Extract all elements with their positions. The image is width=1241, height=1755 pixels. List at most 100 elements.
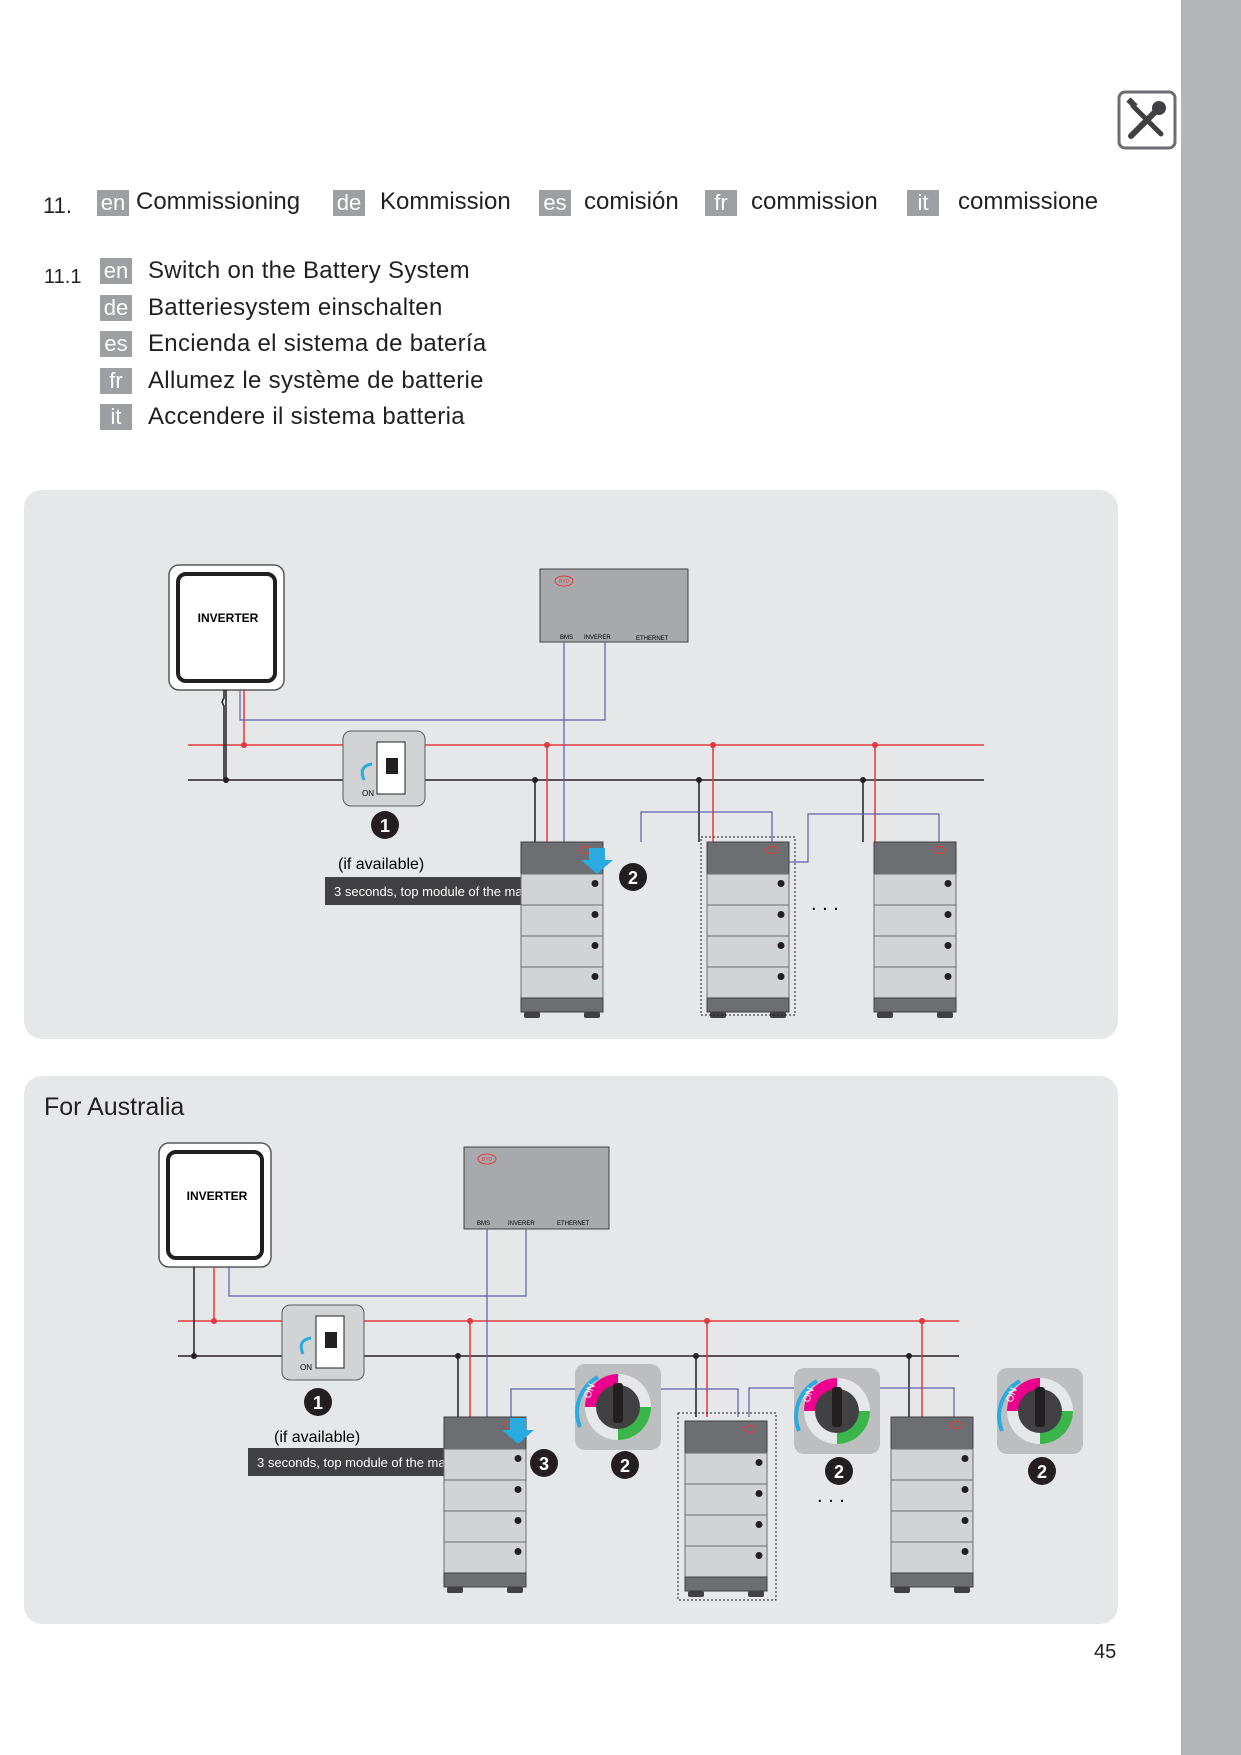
inverter-label: INVERTER: [198, 611, 259, 625]
section-title-en: Commissioning: [136, 188, 301, 215]
press-arrow-icon: [502, 1418, 534, 1444]
bmu-brand: BYD: [559, 579, 570, 585]
inverter-box: INVERTER: [158, 1142, 272, 1268]
svg-text:1: 1: [380, 816, 390, 836]
circuit-breaker: ON: [281, 1304, 365, 1381]
byd-logo-icon: [949, 1421, 963, 1429]
diagram-panel-australia: INVERTER BYD BMS INVERER ETHERNET: [24, 1076, 1118, 1624]
switch-on-label: ON: [1004, 1386, 1019, 1404]
side-strip: [1181, 0, 1241, 1755]
tower-foot: [507, 1587, 523, 1593]
svg-text:2: 2: [620, 1456, 630, 1476]
battery-module: [684, 1452, 768, 1485]
page-number: 45: [1094, 1641, 1117, 1663]
battery-tower: [520, 841, 604, 1018]
battery-module: [706, 966, 790, 999]
tools-icon: [1117, 90, 1177, 150]
tower-foot: [954, 1587, 970, 1593]
bmu-box: BYD BMS INVERER ETHERNET: [539, 568, 689, 643]
step-1-badge: 1: [371, 811, 399, 839]
bmu-box: BYD BMS INVERER ETHERNET: [463, 1146, 610, 1230]
subsection-line-it: Accendere il sistema batteria: [148, 403, 465, 430]
byd-logo-icon: [765, 846, 779, 854]
battery-module: [443, 1541, 527, 1574]
lang-tag-de: de: [333, 190, 365, 216]
battery-module: [443, 1479, 527, 1512]
battery-module: [890, 1541, 974, 1574]
section-title-es: comisión: [584, 188, 679, 215]
battery-module: [684, 1483, 768, 1516]
svg-text:2: 2: [628, 868, 638, 888]
battery-module: [873, 966, 957, 999]
breaker-on-label: ON: [362, 789, 374, 798]
bmu-port-inverter: INVERER: [584, 635, 611, 641]
step-2-badge: 2: [1028, 1457, 1056, 1485]
wiring-diagram-standard: INVERTER BYD BMS INVERER ETHERNET: [168, 564, 984, 1018]
bmu-port-bms: BMS: [560, 635, 573, 641]
battery-module: [873, 873, 957, 906]
step-1-badge: 1: [304, 1388, 332, 1416]
battery-module: [706, 904, 790, 937]
switch-on-label: ON: [582, 1382, 597, 1400]
tower-foot: [524, 1012, 540, 1018]
bmu-port-ethernet: ETHERNET: [636, 636, 669, 642]
battery-module: [520, 904, 604, 937]
lang-tag-it: it: [907, 190, 939, 216]
battery-module: [706, 935, 790, 968]
press-arrow-icon: [581, 848, 613, 874]
battery-module: [890, 1479, 974, 1512]
svg-text:3 seconds, top module of the m: 3 seconds, top module of the master towe…: [334, 884, 580, 899]
battery-module: [684, 1514, 768, 1547]
tower-foot: [748, 1591, 764, 1597]
bmu-port-inverter: INVERER: [508, 1221, 535, 1227]
subsection-line-es: Encienda el sistema de batería: [148, 330, 487, 357]
byd-logo-icon: [932, 846, 946, 854]
section-title-it: commissione: [958, 188, 1099, 215]
australia-title: For Australia: [44, 1093, 185, 1121]
battery-towers: [520, 841, 957, 1018]
battery-module: [520, 873, 604, 906]
battery-module: [443, 1510, 527, 1543]
if-available-label: (if available): [338, 856, 424, 873]
battery-module: [890, 1510, 974, 1543]
tower-foot: [584, 1012, 600, 1018]
tower-foot: [894, 1587, 910, 1593]
bmu-port-bms: BMS: [477, 1221, 490, 1227]
bmu-brand: BYD: [482, 1157, 493, 1163]
breaker-on-label: ON: [300, 1363, 312, 1372]
inverter-box: INVERTER: [168, 564, 285, 691]
step-2-badge: 2: [611, 1451, 639, 1479]
section-title-de: Kommission: [380, 188, 511, 215]
battery-tower: [684, 1420, 768, 1597]
battery-module: [520, 966, 604, 999]
tower-foot: [447, 1587, 463, 1593]
subsection-line-en: Switch on the Battery System: [148, 257, 470, 284]
lang-tag-it: it: [100, 404, 132, 430]
rotary-switch: ON: [794, 1368, 880, 1454]
dotted-selection: [677, 1412, 777, 1601]
svg-text:1: 1: [313, 1393, 323, 1413]
section-number: 11.: [43, 193, 72, 218]
battery-towers: [443, 1416, 974, 1597]
subsection-line-fr: Allumez le système de batterie: [148, 366, 484, 394]
battery-module: [873, 904, 957, 937]
battery-module: [520, 935, 604, 968]
battery-module: [890, 1448, 974, 1481]
svg-text:3 seconds, top module of the m: 3 seconds, top module of the master towe…: [257, 1455, 503, 1470]
battery-tower: [443, 1416, 527, 1593]
inverter-label: INVERTER: [187, 1189, 248, 1203]
battery-module: [684, 1545, 768, 1578]
switch-on-label: ON: [801, 1386, 816, 1404]
section-title-fr: commission: [751, 188, 878, 215]
circuit-breaker: ON: [342, 730, 426, 807]
battery-tower: [890, 1416, 974, 1593]
more-towers-ellipsis: . . .: [817, 1485, 845, 1507]
battery-tower: [873, 841, 957, 1018]
battery-module: [443, 1448, 527, 1481]
step-3-badge: 3: [530, 1449, 558, 1477]
wiring: [188, 642, 984, 863]
step-2-badge: 2: [619, 863, 647, 891]
lang-tag-es: es: [539, 190, 571, 216]
tower-foot: [877, 1012, 893, 1018]
